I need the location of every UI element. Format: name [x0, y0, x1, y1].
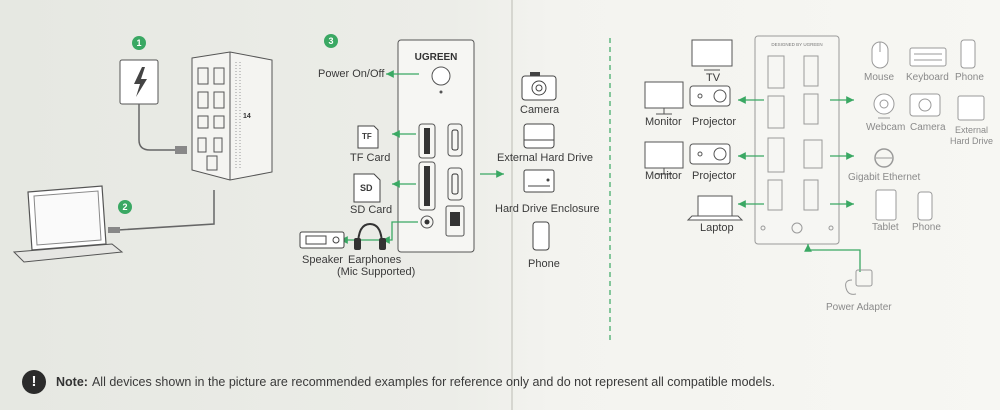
speaker-icon — [299, 231, 345, 249]
note-prefix: Note: — [56, 375, 88, 389]
tablet-label: Tablet — [872, 222, 899, 233]
hard-drive-enclosure-icon — [523, 169, 555, 193]
sd-card-icon — [353, 173, 381, 203]
projector-icon-2 — [689, 143, 731, 165]
hub-front-panel: UGREEN — [397, 39, 475, 253]
phone-icon — [532, 221, 550, 251]
tf-card-label: TF Card — [350, 152, 391, 164]
camera-label-right: Camera — [910, 122, 946, 133]
power-adapter-icon — [119, 59, 187, 154]
phone-icon-1 — [960, 39, 976, 69]
mouse-label: Mouse — [864, 72, 895, 83]
power-button — [431, 66, 451, 86]
phone-icon-2 — [917, 191, 933, 221]
power-adapter-label: Power Adapter — [826, 302, 892, 313]
phone-label-1: Phone — [955, 72, 984, 83]
monitor-icon-1 — [644, 81, 684, 115]
tv-label: TV — [706, 72, 721, 84]
step-1-badge: 1 — [132, 36, 146, 50]
power-on-off-label: Power On/Off — [318, 68, 385, 80]
camera-icon-right — [909, 93, 941, 117]
external-hdd-label-2: Hard Drive — [950, 136, 994, 146]
monitor-icon-2 — [644, 141, 684, 175]
keyboard-label: Keyboard — [906, 72, 949, 83]
external-hard-drive-icon-right — [957, 95, 985, 121]
power-adapter-icon-right — [845, 269, 873, 295]
earphones-icon — [354, 222, 386, 250]
note-bar: ! Note:All devices shown in the picture … — [22, 370, 775, 394]
ethernet-icon — [874, 148, 894, 168]
earphones-label: Earphones — [348, 254, 402, 266]
projector-label-1: Projector — [692, 116, 737, 128]
mouse-icon — [871, 41, 889, 69]
monitor-label-2: Monitor — [645, 170, 682, 182]
laptop-label: Laptop — [700, 222, 734, 234]
earphones-note: (Mic Supported) — [337, 266, 416, 278]
camera-icon — [521, 72, 557, 101]
ethernet-label: Gigabit Ethernet — [848, 172, 921, 183]
note-text: Note:All devices shown in the picture ar… — [56, 375, 775, 389]
hub-side-view-icon: 14 — [191, 51, 273, 181]
tf-icon-text: TF — [362, 132, 372, 141]
tablet-icon — [875, 189, 897, 221]
brand-text: UGREEN — [415, 52, 458, 63]
speaker-label: Speaker — [302, 254, 343, 266]
warning-icon: ! — [22, 370, 46, 394]
webcam-icon — [873, 93, 895, 119]
monitor-label-1: Monitor — [645, 116, 682, 128]
external-hdd-label: External Hard Drive — [497, 152, 593, 164]
external-hdd-label-1: External — [955, 125, 989, 135]
phone-label-2: Phone — [912, 222, 941, 233]
external-hard-drive-icon — [523, 123, 555, 149]
side-badge-text: 14 — [243, 113, 251, 120]
step-2-badge: 2 — [118, 200, 132, 214]
step-3-badge: 3 — [324, 34, 338, 48]
designed-by-text: DESIGNED BY UGREEN — [771, 42, 822, 47]
webcam-label: Webcam — [866, 122, 906, 133]
laptop-icon-right — [686, 195, 744, 221]
laptop-icon — [12, 185, 215, 263]
keyboard-icon — [909, 47, 947, 67]
note-body: All devices shown in the picture are rec… — [91, 375, 775, 389]
phone-label: Phone — [528, 258, 560, 270]
tf-card-icon — [357, 125, 379, 149]
camera-label: Camera — [520, 104, 560, 116]
sd-icon-text: SD — [360, 183, 373, 193]
sd-card-label: SD Card — [350, 204, 393, 216]
projector-icon-1 — [689, 85, 731, 107]
projector-label-2: Projector — [692, 170, 737, 182]
hub-back-panel: DESIGNED BY UGREEN — [754, 35, 840, 245]
tv-icon — [691, 39, 733, 71]
hdd-enclosure-label: Hard Drive Enclosure — [495, 203, 600, 215]
